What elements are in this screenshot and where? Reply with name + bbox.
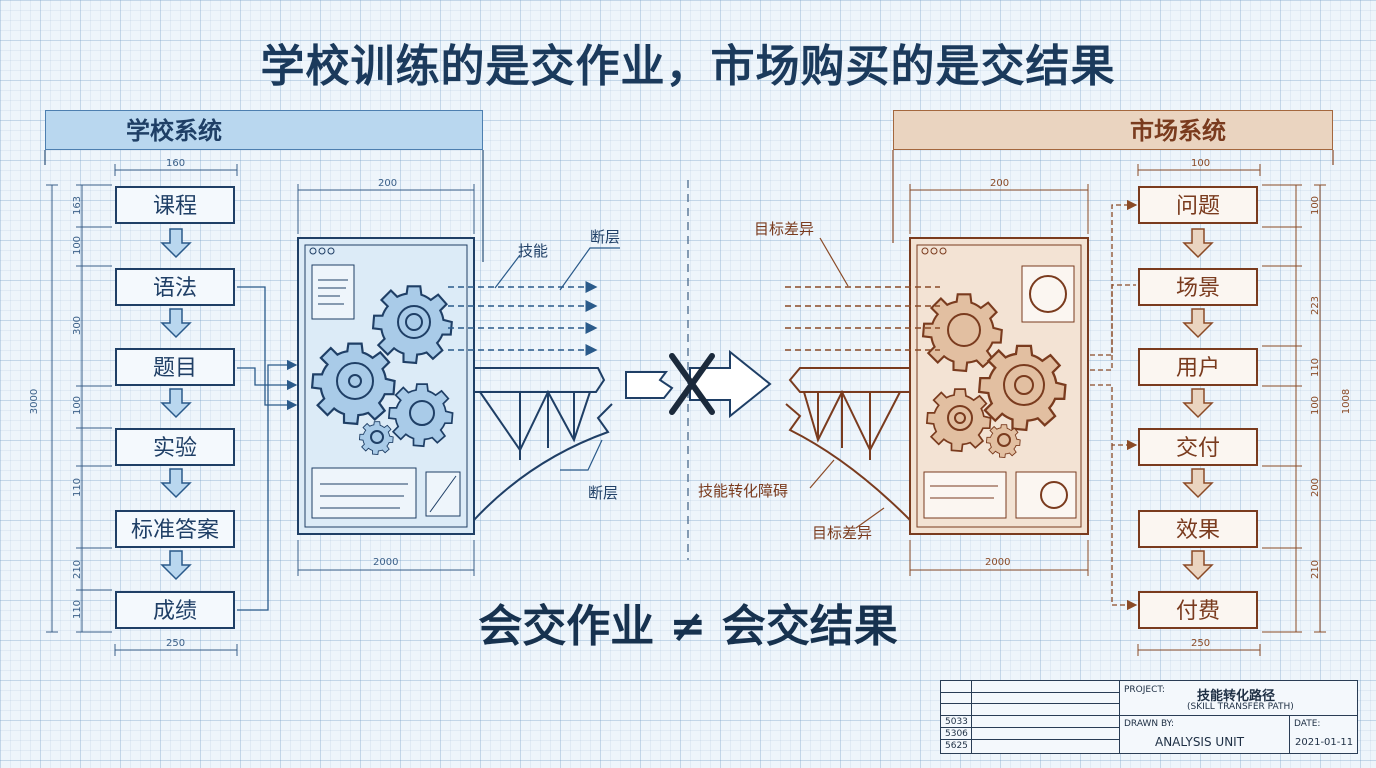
tb-code-1: 5033 [945, 717, 968, 727]
tb-drawn-label: DRAWN BY: [1124, 719, 1174, 729]
label-skill-transfer-barrier: 技能转化障碍 [698, 482, 789, 500]
market-step-user: 用户 [1138, 348, 1258, 386]
dim-right-panel-bottom: 2000 [985, 557, 1011, 568]
dim-left-side-6: 210 [72, 559, 84, 580]
tb-left-grid: 5033 5306 5625 [941, 681, 1120, 753]
dim-left-panel-top: 200 [378, 178, 398, 189]
blocked-transfer-arrow [625, 349, 772, 419]
dim-right-side-6: 210 [1310, 559, 1322, 580]
label-fault-bottom: 断层 [588, 484, 619, 502]
conclusion-statement: 会交作业 ≠ 会交结果 [478, 601, 898, 652]
label-fault-top: 断层 [590, 228, 621, 246]
dim-right-total: 1008 [1341, 388, 1353, 415]
label-goal-difference-bottom: 目标差异 [812, 524, 873, 542]
title-block: 5033 5306 5625 PROJECT: 技能转化路径 (SKILL TR… [940, 680, 1358, 754]
dim-left-total: 3000 [29, 388, 41, 415]
page-title: 学校训练的是交作业，市场购买的是交结果 [260, 41, 1116, 92]
dim-left-top: 160 [166, 158, 186, 169]
dim-right-top: 100 [1191, 158, 1211, 169]
broken-bridge-left [473, 367, 613, 521]
school-system-header: 学校系统 [45, 110, 483, 150]
market-device-panel [909, 237, 1089, 535]
dim-right-side-2: 223 [1310, 295, 1322, 316]
dim-left-side-2: 100 [72, 235, 84, 256]
dim-left-side-4: 100 [72, 395, 84, 416]
dim-left-panel-bottom: 2000 [373, 557, 399, 568]
dim-right-side-3: 110 [1310, 357, 1322, 378]
label-skills: 技能 [518, 242, 549, 260]
tb-project-name: 技能转化路径 [1197, 689, 1276, 704]
tb-project-label: PROJECT: [1124, 685, 1165, 695]
tb-code-2: 5306 [945, 729, 968, 739]
market-system-header: 市场系统 [893, 110, 1333, 150]
school-step-course: 课程 [115, 186, 235, 224]
school-step-experiment: 实验 [115, 428, 235, 466]
tb-project-sub: (SKILL TRANSFER PATH) [1187, 702, 1294, 712]
tb-date-value: 2021-01-11 [1295, 737, 1354, 748]
market-step-scenario: 场景 [1138, 268, 1258, 306]
market-step-effect: 效果 [1138, 510, 1258, 548]
dim-left-bottom: 250 [166, 638, 186, 649]
dim-right-bottom: 250 [1191, 638, 1211, 649]
school-device-panel [297, 237, 475, 535]
tb-code-3: 5625 [945, 741, 968, 751]
market-step-problem: 问题 [1138, 186, 1258, 224]
school-step-standard-answer: 标准答案 [115, 510, 235, 548]
school-system-title: 学校系统 [126, 117, 222, 145]
dim-right-side-1: 100 [1310, 195, 1322, 216]
dim-right-panel-top: 200 [990, 178, 1010, 189]
market-step-delivery: 交付 [1138, 428, 1258, 466]
dim-left-side-7: 110 [72, 599, 84, 620]
dim-right-side-5: 200 [1310, 477, 1322, 498]
label-goal-difference-top: 目标差异 [754, 220, 815, 238]
tb-drawn-value: ANALYSIS UNIT [1155, 735, 1245, 749]
dim-left-side-1: 163 [72, 195, 84, 216]
school-step-grammar: 语法 [115, 268, 235, 306]
dim-left-side-5: 110 [72, 477, 84, 498]
market-step-payment: 付费 [1138, 591, 1258, 629]
tb-date-label: DATE: [1294, 719, 1321, 729]
dim-right-side-4: 100 [1310, 395, 1322, 416]
market-system-title: 市场系统 [1130, 117, 1226, 145]
dim-left-side-3: 300 [72, 315, 84, 336]
school-step-problems: 题目 [115, 348, 235, 386]
school-step-grade: 成绩 [115, 591, 235, 629]
broken-bridge-right [785, 367, 911, 521]
